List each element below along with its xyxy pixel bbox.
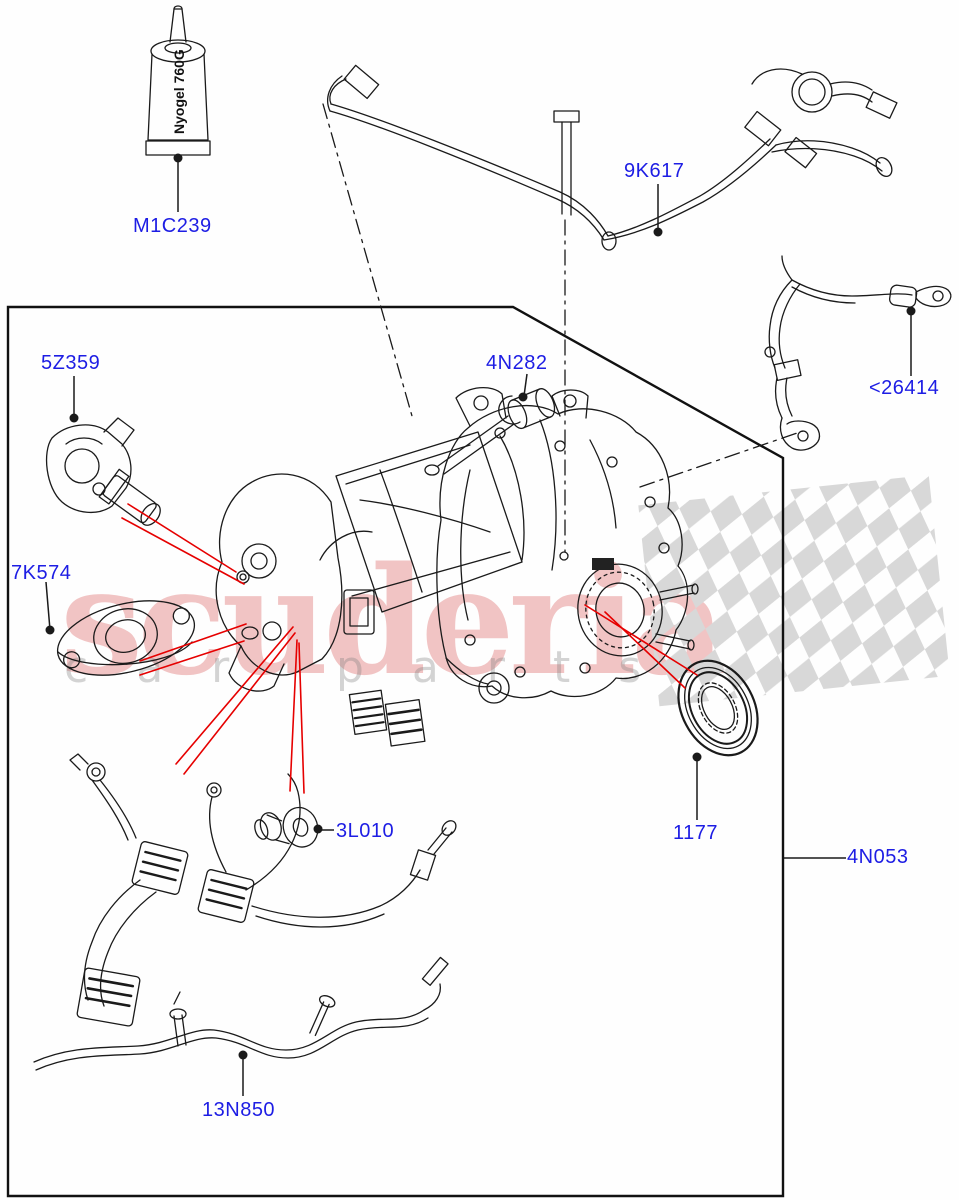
part-number-4n053[interactable]: 4N053	[847, 846, 909, 868]
part-number-3l010[interactable]: 3L010	[336, 820, 395, 842]
plug-3l010-drawing	[254, 806, 319, 848]
label-leader-lines	[45, 153, 916, 1096]
locator-dash-leaders	[322, 103, 804, 553]
part-number-1177[interactable]: 1177	[673, 822, 719, 844]
flange-7k574-drawing	[56, 600, 196, 676]
part-number-7k574[interactable]: 7K574	[11, 562, 72, 584]
part-number-4n282[interactable]: 4N282	[486, 352, 548, 374]
part-number-m1c239[interactable]: M1C239	[133, 215, 212, 237]
main-assembly-drawing	[215, 387, 699, 747]
part-number-5z359[interactable]: 5Z359	[41, 352, 101, 374]
seal-1177-drawing	[677, 659, 759, 757]
harness-13n850-drawing	[33, 753, 457, 1071]
sensor-5z359-drawing	[45, 417, 161, 526]
bolt-4n282-drawing	[437, 388, 556, 475]
harness-26414-drawing	[764, 255, 952, 451]
part-number-13n850[interactable]: 13N850	[202, 1099, 276, 1121]
part-number-9k617[interactable]: 9K617	[624, 160, 685, 182]
part-number-26414[interactable]: <26414	[869, 377, 940, 399]
tube-product-text: Nyogel 760G	[171, 49, 187, 134]
grease-tube-drawing: Nyogel 760G	[145, 5, 211, 156]
kit-outline-box	[6, 305, 785, 1198]
pipe-9k617-drawing	[327, 64, 898, 251]
watermark-checkered-flag	[638, 474, 950, 707]
red-callout-lines	[121, 503, 698, 794]
